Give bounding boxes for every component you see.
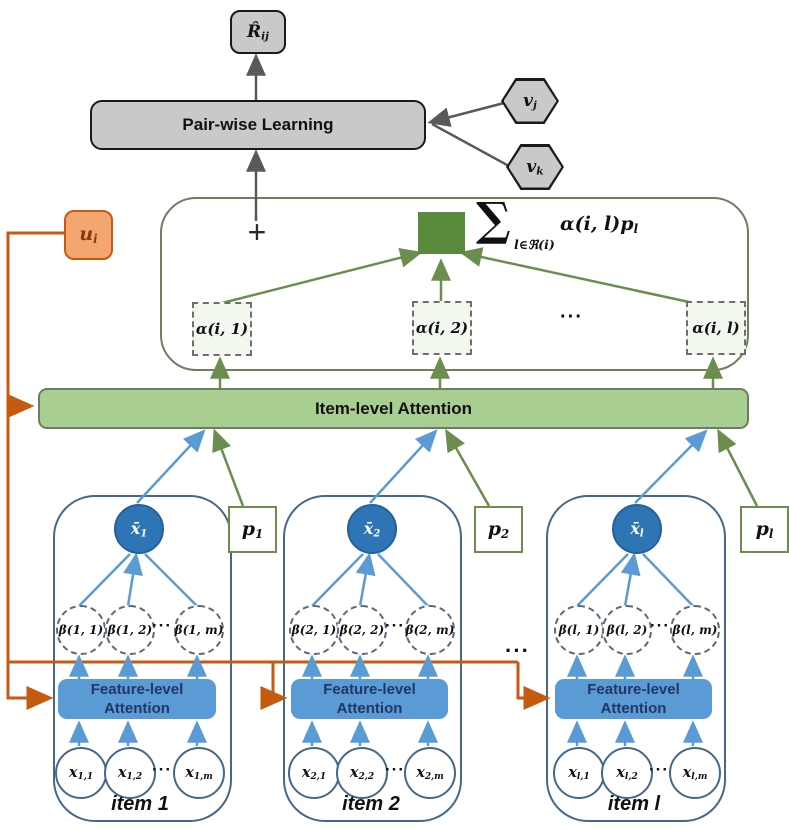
sigma-subscript: l∈ℜ(i) [514, 237, 555, 252]
item-2-label: item 2 [342, 792, 400, 815]
item-2-feature-ellipsis: ··· [385, 760, 405, 779]
item-1-feature-2: x1,2 [104, 747, 156, 799]
item-2-beta-ellipsis: ··· [385, 616, 405, 635]
vj-label: vj [523, 90, 537, 112]
alpha-weight-1: α(i, 1) [192, 302, 252, 356]
item-1-feature-1: x1,1 [55, 747, 107, 799]
alpha-ellipsis: ··· [560, 306, 583, 328]
item-2-pooled-node: x̄2 [347, 504, 397, 554]
green-attention-arrows [210, 247, 759, 507]
prediction-label: R̂ij [247, 21, 269, 43]
item-1-feature-m: x1,m [173, 747, 225, 799]
item-l-feature-attention-box: Feature-level Attention [555, 679, 712, 719]
sum-expression: α(i, l)pl [560, 213, 639, 237]
item-l-beta-ellipsis: ··· [650, 616, 670, 635]
item-1-p-node: p1 [228, 506, 277, 553]
item-l-p-label: pl [755, 517, 774, 542]
item-1-pooled-node: x̄1 [114, 504, 164, 554]
sigma-symbol: ∑ [476, 192, 511, 246]
gray-arrows [246, 53, 510, 221]
item-1-pooled-label: x̄1 [130, 518, 148, 540]
item-2-feature-m: x2,m [404, 747, 456, 799]
vk-label: vk [526, 156, 544, 178]
item-level-attention-label: Item-level Attention [314, 398, 473, 418]
pairwise-learning-label: Pair-wise Learning [182, 115, 334, 134]
item-2-feature-2: x2,2 [336, 747, 388, 799]
weighted-sum-formula: ∑ l∈ℜ(i) α(i, l)pl [476, 192, 651, 260]
weighted-sum-node [418, 212, 465, 254]
item-2-beta-2: β(2, 2) [337, 605, 387, 655]
item-1-p-label: p1 [241, 517, 264, 542]
blue-feature-arrows [69, 429, 708, 746]
item-1-feature-attention-box: Feature-level Attention [58, 679, 216, 719]
item-2-pooled-label: x̄2 [363, 518, 381, 540]
item-l-beta-1: β(l, 1) [554, 605, 604, 655]
item-1-beta-ellipsis: ··· [152, 616, 172, 635]
item-1-label: item 1 [111, 792, 169, 815]
item-l-feature-ellipsis: ··· [649, 760, 669, 779]
item-l-pooled-node: x̄l [612, 504, 662, 554]
item-l-label: item l [607, 792, 661, 815]
item-2-p-node: p2 [474, 506, 523, 553]
item-l-beta-m: β(l, m) [670, 605, 720, 655]
prediction-node: R̂ij [230, 10, 286, 54]
plus-operator: + [247, 213, 267, 250]
alpha-weight-l: α(i, l) [686, 301, 746, 355]
item-1-beta-1: β(1, 1) [56, 605, 106, 655]
alpha-weight-2: α(i, 2) [412, 301, 472, 355]
item-l-feature-1: xl,1 [553, 747, 605, 799]
pairwise-learning-box: Pair-wise Learning [90, 100, 426, 150]
item-2-feature-attention-box: Feature-level Attention [291, 679, 448, 719]
item-l-pooled-label: x̄l [630, 518, 644, 540]
item-l-feature-2: xl,2 [601, 747, 653, 799]
inter-item-ellipsis: ··· [505, 638, 530, 663]
user-embedding-node: ui [64, 210, 113, 260]
item-2-p-label: p2 [487, 517, 510, 542]
item-l-p-node: pl [740, 506, 789, 553]
user-embedding-label: ui [79, 223, 98, 247]
item-1-beta-m: β(1, m) [174, 605, 224, 655]
item-l-beta-2: β(l, 2) [602, 605, 652, 655]
item-2-feature-1: x2,1 [288, 747, 340, 799]
item-embedding-vk-hexagon: vk [506, 144, 564, 190]
item-1-beta-2: β(1, 2) [105, 605, 155, 655]
item-2-beta-1: β(2, 1) [289, 605, 339, 655]
item-l-feature-m: xl,m [669, 747, 721, 799]
item-1-feature-ellipsis: ··· [152, 760, 172, 779]
item-level-attention-bar: Item-level Attention [38, 388, 749, 429]
item-2-beta-m: β(2, m) [405, 605, 455, 655]
